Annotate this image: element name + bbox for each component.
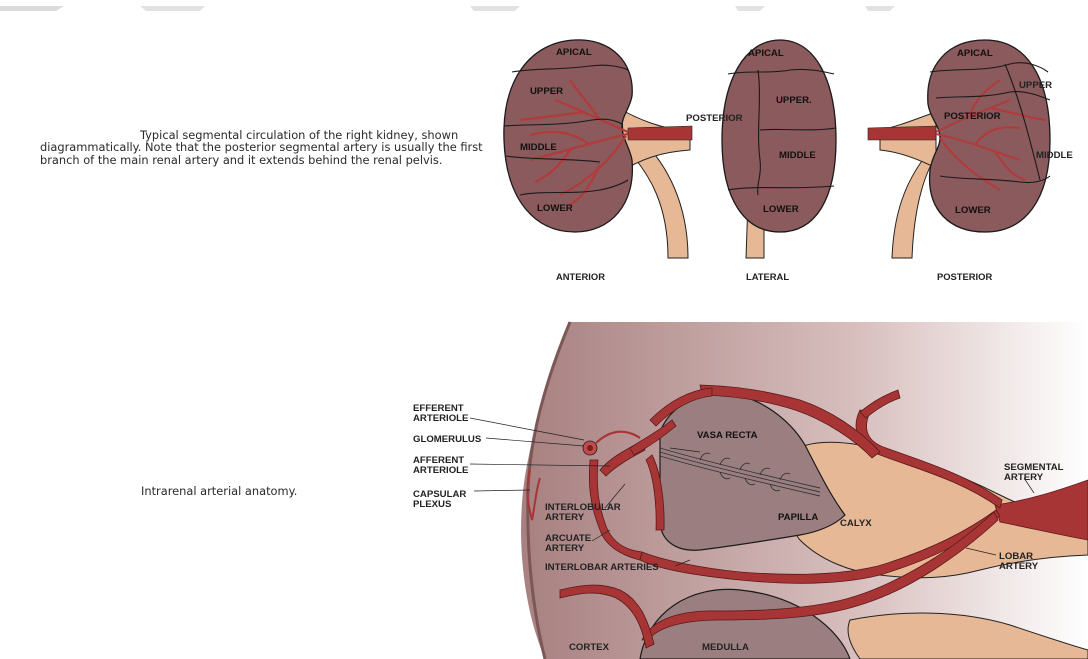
anterior-label-lower: LOWER [537, 203, 573, 214]
posterior-label-posterior: POSTERIOR [944, 111, 1001, 122]
label-interlobular-2: ARTERY [545, 512, 585, 523]
posterior-view-title: POSTERIOR [937, 271, 992, 282]
main-renal-artery-posterior [868, 126, 936, 140]
lateral-label-lower: LOWER [763, 204, 799, 215]
posterior-label-middle: MIDDLE [1036, 150, 1073, 161]
label-efferent-2: ARTERIOLE [413, 413, 469, 424]
lateral-label-upper: UPPER. [776, 95, 812, 106]
lateral-label-middle: MIDDLE [779, 150, 816, 161]
label-interlobar: INTERLOBAR ARTERIES [545, 562, 659, 573]
anterior-label-middle: MIDDLE [520, 142, 557, 153]
anterior-label-upper: UPPER [530, 86, 563, 97]
posterior-label-apical: APICAL [957, 48, 993, 59]
anterior-kidney: APICAL UPPER MIDDLE LOWER ANTERIOR [504, 40, 692, 282]
lateral-label-apical: APICAL [748, 48, 784, 59]
label-vasa-recta: VASA RECTA [697, 430, 758, 441]
label-calyx: CALYX [840, 518, 872, 529]
anterior-view-title: ANTERIOR [556, 271, 605, 282]
posterior-label-upper: UPPER [1019, 80, 1052, 91]
label-arcuate-2: ARTERY [545, 543, 585, 554]
posterior-label-lower: LOWER [955, 205, 991, 216]
lateral-kidney: APICAL POSTERIOR UPPER. MIDDLE LOWER LAT… [686, 40, 836, 282]
label-glomerulus: GLOMERULUS [413, 434, 482, 445]
label-medulla: MEDULLA [702, 642, 749, 653]
main-renal-artery-anterior [628, 126, 692, 140]
label-papilla: PAPILLA [778, 512, 818, 523]
label-segmental-2: ARTERY [1004, 472, 1044, 483]
intrarenal-diagram: EFFERENT ARTERIOLE GLOMERULUS AFFERENT A… [413, 322, 1088, 659]
posterior-kidney: APICAL UPPER POSTERIOR MIDDLE LOWER POST… [868, 40, 1073, 282]
label-cortex: CORTEX [569, 642, 610, 653]
label-capsular-2: PLEXUS [413, 499, 452, 510]
lateral-view-title: LATERAL [746, 271, 789, 282]
label-lobar-2: ARTERY [999, 561, 1039, 572]
anterior-label-apical: APICAL [556, 47, 592, 58]
lateral-label-posterior: POSTERIOR [686, 113, 743, 124]
label-afferent-2: ARTERIOLE [413, 465, 469, 476]
